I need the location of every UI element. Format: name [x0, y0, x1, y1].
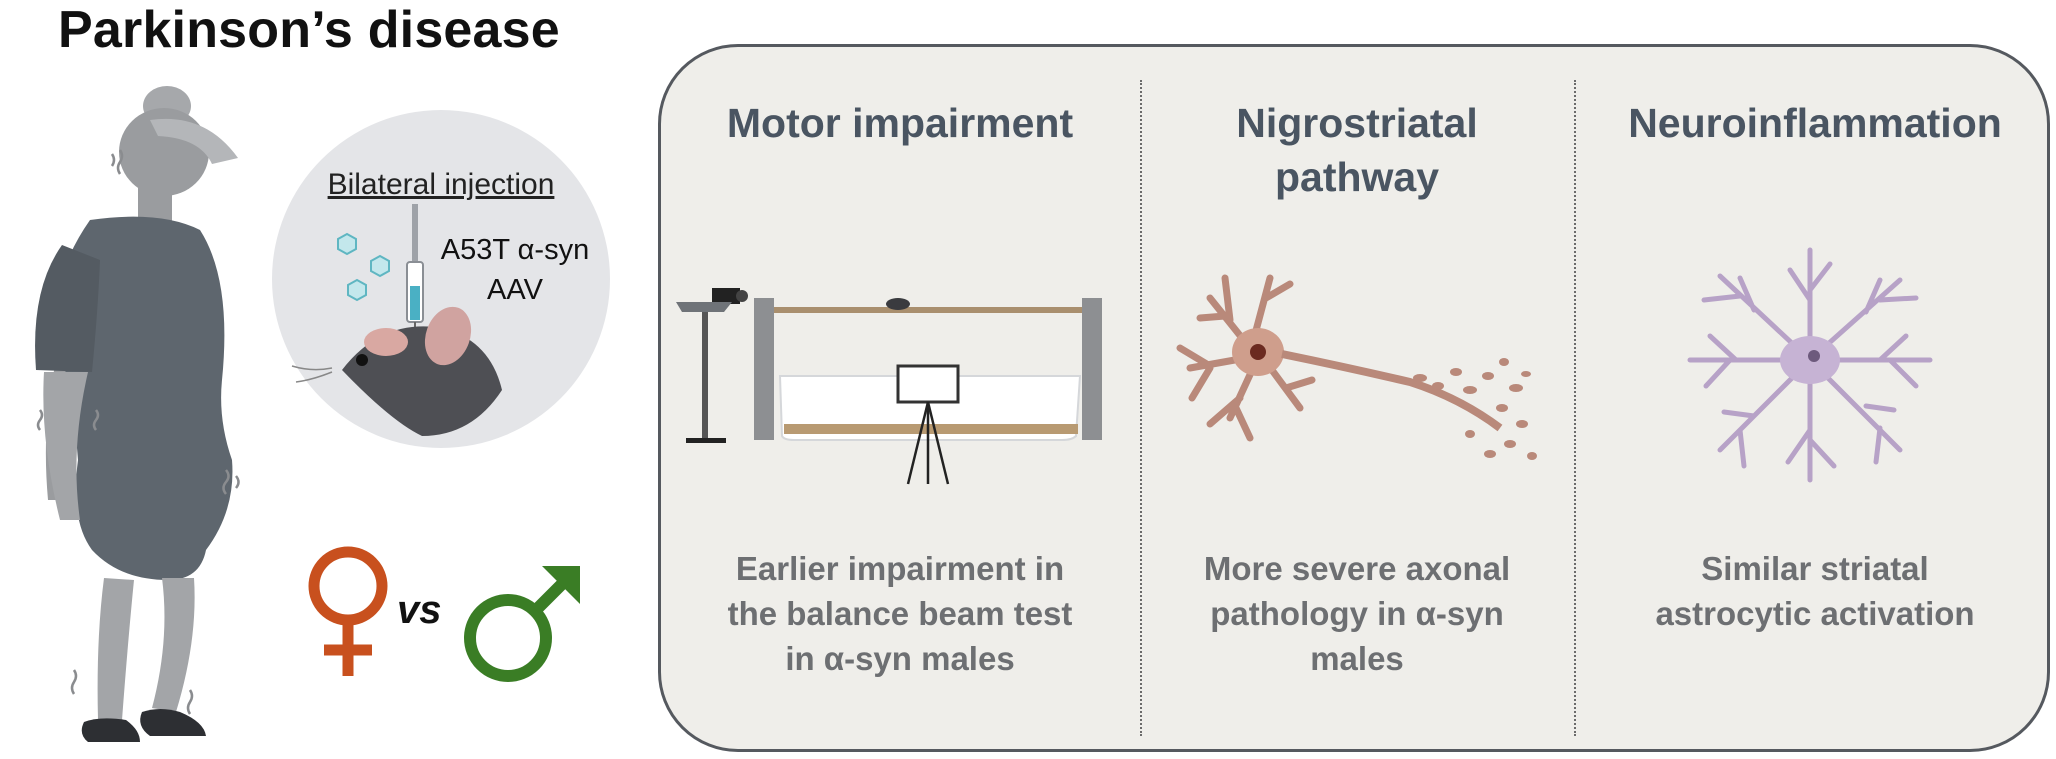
motor-impairment-finding: Earlier impairment in the balance beam t… [680, 546, 1120, 681]
neuroinflammation-heading: Neuroinflammation [1590, 96, 2040, 150]
finding-line: males [1310, 640, 1404, 677]
injection-title: Bilateral injection [327, 168, 555, 201]
finding-line: More severe axonal [1203, 550, 1511, 587]
male-symbol-icon [464, 566, 580, 682]
heading-line: Motor impairment [726, 100, 1074, 146]
injection-agent-line: AAV [487, 274, 543, 306]
finding-line: in α-syn males [785, 640, 1015, 677]
balance-beam-illustration [676, 288, 1102, 485]
finding-line: the balance beam test [727, 595, 1073, 632]
figure-title: Parkinson’s disease [58, 1, 560, 59]
mouse-injection-illustration [291, 204, 502, 436]
finding-line: pathology in α-syn [1210, 595, 1504, 632]
neuroinflammation-finding: Similar striatal astrocytic activation [1590, 546, 2040, 636]
female-symbol-icon [308, 546, 388, 676]
injection-agent-line: A53T α-syn [440, 234, 590, 266]
versus-label: vs [397, 588, 442, 632]
astrocyte-illustration [1687, 247, 1933, 483]
motor-impairment-heading: Motor impairment [680, 96, 1120, 150]
finding-line: Earlier impairment in [735, 550, 1065, 587]
heading-line: Nigrostriatal [1236, 100, 1478, 146]
finding-line: astrocytic activation [1655, 595, 1975, 632]
parkinson-patient-illustration [35, 86, 240, 742]
injection-agent: A53T α-syn AAV [420, 230, 610, 310]
neuron-illustration [1176, 274, 1537, 460]
column-divider [1140, 80, 1142, 736]
nigrostriatal-finding: More severe axonal pathology in α-syn ma… [1150, 546, 1564, 681]
nigrostriatal-heading: Nigrostriatal pathway [1150, 96, 1564, 204]
heading-line: pathway [1274, 154, 1440, 200]
heading-line: Neuroinflammation [1628, 100, 2002, 146]
column-divider [1574, 80, 1576, 736]
finding-line: Similar striatal [1701, 550, 1929, 587]
